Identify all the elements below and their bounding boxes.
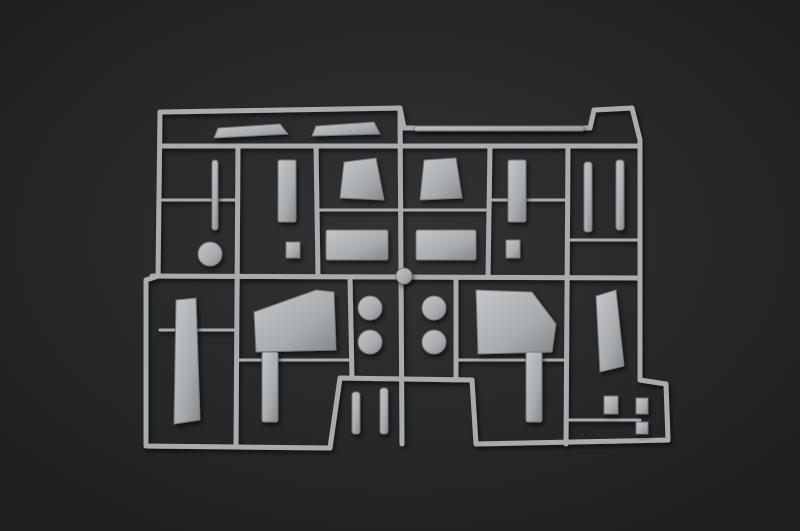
part-disc-2 [421,295,447,321]
part-disc-4 [421,329,447,355]
part-center-hub [395,267,413,285]
sprue-gates [158,198,642,422]
part-plate-right [415,229,477,261]
part-side-panel [595,289,625,373]
part-small-4 [285,241,301,259]
part-top-rod [413,125,585,132]
part-fender-left [339,157,385,201]
part-wheel [197,241,223,267]
part-top-bracket-right [311,121,381,137]
part-arm-left [261,351,279,423]
part-rod-1 [351,391,361,435]
part-plate-left [325,229,389,261]
part-disc-1 [357,295,383,321]
sprue-outer-frame [143,105,671,451]
part-small-2 [635,397,649,415]
sprue-parts [173,121,649,435]
part-top-bracket-left [213,123,289,139]
part-small-3 [635,421,649,435]
part-small-1 [603,395,619,415]
part-chassis-rail [173,297,201,425]
part-rod-4 [615,159,625,231]
part-rod-5 [211,159,219,231]
part-rod-2 [379,387,389,435]
part-housing-left [253,289,337,353]
sprue-vertical-rail-1 [233,143,241,449]
part-fender-right [419,157,463,201]
part-small-5 [505,239,521,259]
part-bar-upper-right [507,159,527,223]
part-disc-3 [357,329,383,355]
part-housing-right [475,289,557,355]
sprue-vertical-rail-5 [563,143,571,447]
part-arm-right [525,351,543,423]
part-rod-3 [583,161,593,233]
part-bar-upper-left [277,159,297,223]
sprue-vertical-rail-6 [347,275,355,381]
